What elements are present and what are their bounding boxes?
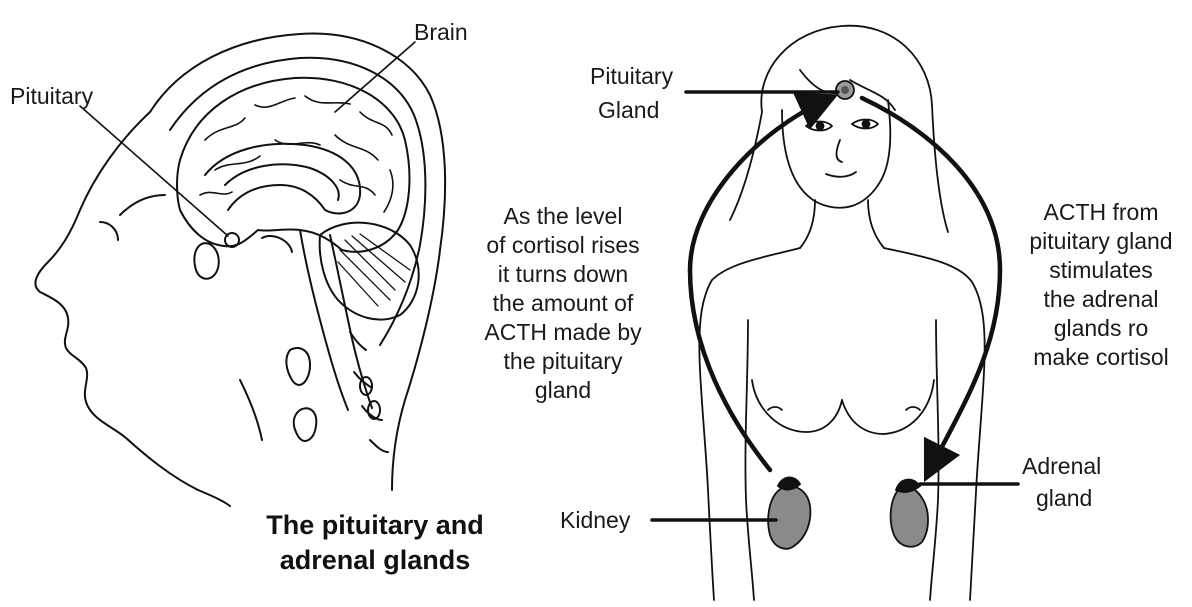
feedback-line: the amount of [448, 289, 678, 318]
pituitary-leader-line [80, 106, 228, 236]
acth-line: the adrenal [1012, 285, 1190, 314]
organs [768, 81, 928, 549]
pointer-lines [652, 92, 1018, 520]
body-illustration [699, 26, 984, 600]
acth-line: make cortisol [1012, 343, 1190, 372]
feedback-line: As the level [448, 202, 678, 231]
label-adrenal-line-1: Adrenal [1022, 452, 1101, 480]
acth-line: stimulates [1012, 256, 1190, 285]
brainstem [300, 230, 348, 410]
brain-gyri [200, 96, 393, 212]
skull-inner [170, 58, 425, 345]
feedback-text: As the level of cortisol rises it turns … [448, 202, 678, 405]
face-profile [35, 112, 230, 506]
label-adrenal-line-2: gland [1036, 484, 1092, 512]
acth-line: pituitary gland [1012, 227, 1190, 256]
cerebellum [320, 223, 419, 320]
head-illustration [35, 34, 445, 506]
arrow-cortisol-feedback [690, 100, 826, 470]
feedback-line: the pituitary [448, 347, 678, 376]
kidney-left [768, 486, 810, 549]
feedback-line: gland [448, 376, 678, 405]
feedback-line: of cortisol rises [448, 231, 678, 260]
label-brain: Brain [414, 18, 468, 46]
label-kidney: Kidney [560, 506, 630, 534]
feedback-line: ACTH made by [448, 318, 678, 347]
caption-line: adrenal glands [220, 543, 530, 578]
left-breast [752, 380, 842, 432]
kidney-right [891, 486, 928, 546]
figure-caption: The pituitary and adrenal glands [220, 508, 530, 578]
feedback-line: it turns down [448, 260, 678, 289]
adrenal-left [778, 477, 800, 489]
feedback-arrows [690, 98, 1000, 470]
right-breast [842, 380, 934, 434]
brain-leader-line [335, 42, 415, 112]
caption-line: The pituitary and [220, 508, 530, 543]
acth-line: glands ro [1012, 314, 1190, 343]
corpus-callosum [205, 144, 360, 214]
label-pituitary: Pituitary [10, 82, 93, 110]
label-pituitary-gland-line-1: Pituitary [590, 62, 673, 90]
acth-text: ACTH from pituitary gland stimulates the… [1012, 198, 1190, 372]
label-pituitary-gland-line-2: Gland [598, 96, 659, 124]
acth-line: ACTH from [1012, 198, 1190, 227]
arrow-acth [862, 98, 1000, 470]
